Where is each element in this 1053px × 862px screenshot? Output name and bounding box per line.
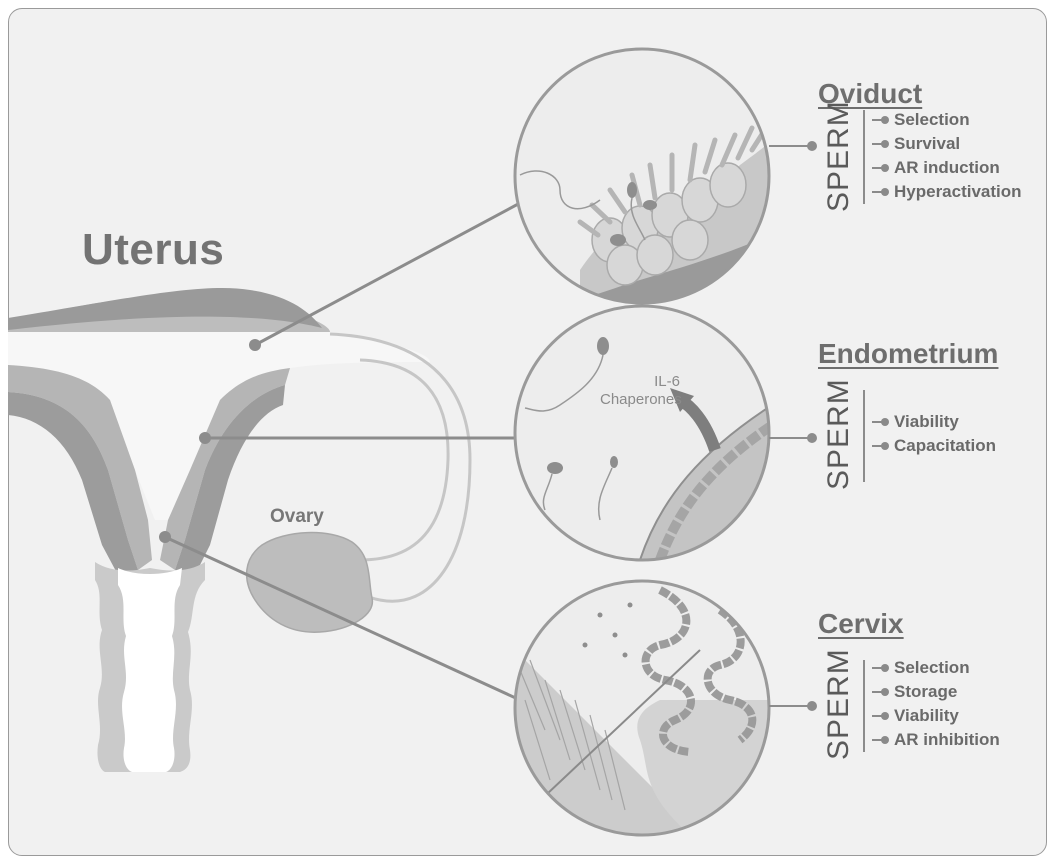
- ovary-label: Ovary: [270, 507, 324, 526]
- uterus-label: Uterus: [82, 228, 224, 272]
- bullet-icon: [872, 667, 886, 669]
- cervix-zoom-circle: [515, 581, 780, 835]
- pointer-dot-endometrium: [199, 432, 211, 444]
- list-item: Selection: [872, 656, 1000, 680]
- bullet-icon: [872, 445, 886, 447]
- bullet-icon: [872, 421, 886, 423]
- list-item: AR induction: [872, 156, 1022, 180]
- bullet-icon: [872, 143, 886, 145]
- bullet-icon: [872, 739, 886, 741]
- chaperones-label: Chaperones: [600, 391, 680, 409]
- connector-dot-endometrium: [807, 433, 817, 443]
- connector-dot-oviduct: [807, 141, 817, 151]
- list-item: AR inhibition: [872, 728, 1000, 752]
- oviduct-function-list: Selection Survival AR induction Hyperact…: [872, 108, 1022, 204]
- endometrium-zoom-circle: [515, 306, 780, 560]
- list-item: Capacitation: [872, 434, 996, 458]
- pointer-dot-cervix: [159, 531, 171, 543]
- list-item: Storage: [872, 680, 1000, 704]
- bullet-icon: [872, 119, 886, 121]
- list-item: Viability: [872, 704, 1000, 728]
- list-item: Viability: [872, 410, 996, 434]
- connector-dot-cervix: [807, 701, 817, 711]
- bullet-icon: [872, 691, 886, 693]
- il6-chaperones-label: IL-6 Chaperones: [600, 373, 680, 409]
- cervix-title: Cervix: [818, 610, 904, 638]
- pointer-dot-oviduct: [249, 339, 261, 351]
- endometrium-function-list: Viability Capacitation: [872, 410, 996, 458]
- oviduct-zoom-circle: [515, 49, 780, 303]
- list-item: Selection: [872, 108, 1022, 132]
- cervix-sperm-label: SPERM: [822, 648, 856, 760]
- bullet-icon: [872, 715, 886, 717]
- endometrium-title: Endometrium: [818, 340, 998, 368]
- list-item: Hyperactivation: [872, 180, 1022, 204]
- il6-label: IL-6: [600, 373, 680, 391]
- oviduct-sperm-label: SPERM: [822, 100, 856, 212]
- cervix-vagina: [95, 562, 205, 772]
- bullet-icon: [872, 191, 886, 193]
- cervix-function-list: Selection Storage Viability AR inhibitio…: [872, 656, 1000, 752]
- list-item: Survival: [872, 132, 1022, 156]
- endometrium-sperm-label: SPERM: [822, 378, 856, 490]
- bullet-icon: [872, 167, 886, 169]
